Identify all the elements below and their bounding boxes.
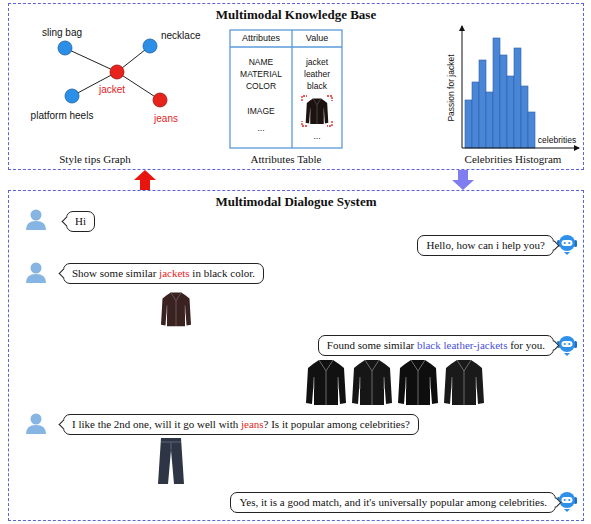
graph-node-highlight	[153, 93, 167, 107]
user-bubble: I like the 2nd one, will it go well with…	[63, 414, 419, 435]
table-cell: COLOR	[246, 82, 276, 91]
table-header: Attributes	[242, 34, 280, 43]
graph-node	[143, 39, 157, 53]
histogram-bar	[521, 86, 528, 148]
message-text: Show some similar jackets in black color…	[72, 266, 255, 281]
result-jacket-image	[352, 360, 392, 405]
panel-title: Multimodal Dialogue System	[9, 194, 583, 209]
result-jacket-image	[444, 360, 484, 405]
table-rule	[291, 30, 292, 148]
message-text: Yes, it is a good match, and it's univer…	[239, 495, 547, 510]
table-cell: NAME	[249, 58, 274, 67]
histogram	[462, 26, 579, 148]
jeans-image	[158, 438, 184, 484]
histogram-bar	[528, 112, 535, 148]
knowledge-panel: Multimodal Knowledge Base	[8, 3, 584, 170]
user-bubble: Show some similar jackets in black color…	[63, 263, 264, 284]
histogram-bar	[465, 100, 472, 148]
bot-avatar	[557, 336, 577, 356]
graph-label: platform heels	[30, 111, 95, 122]
message-text: Hello, how can i help you?	[426, 238, 545, 253]
table-cell: ...	[257, 124, 264, 133]
graph-node-highlight	[110, 65, 124, 79]
histogram-bar	[507, 76, 514, 148]
graph-label: sling bag	[41, 28, 83, 39]
graph-node	[65, 89, 79, 103]
figure-caption: Style tips Graph	[59, 154, 131, 166]
user-avatar	[26, 414, 46, 435]
bot-bubble: Yes, it is a good match, and it's univer…	[230, 492, 556, 513]
user-avatar	[26, 263, 46, 284]
image-bracket	[302, 96, 332, 126]
message-text: I like the 2nd one, will it go well with…	[72, 417, 410, 432]
x-axis	[462, 148, 579, 149]
graph-label: jeans	[153, 114, 179, 125]
table-cell: ...	[313, 132, 320, 141]
table-jacket-image	[306, 99, 329, 124]
message-text: Hi	[75, 214, 86, 229]
histogram-bar	[486, 92, 493, 148]
dialogue-panel: Multimodal Dialogue SystemHiHello, how c…	[8, 190, 584, 521]
histogram-bar	[500, 55, 507, 148]
figure-caption: Attributes Table	[251, 154, 322, 166]
table-cell: black	[307, 82, 327, 91]
query-jacket-image	[161, 293, 191, 327]
figure-caption: Celebrities Histogram	[465, 154, 562, 166]
bot-avatar	[557, 235, 577, 255]
graph-label: necklace	[160, 31, 201, 42]
user-avatar	[26, 210, 46, 231]
axis-label: celebrities	[538, 136, 576, 145]
histogram-bar	[472, 82, 479, 148]
block-arrow	[134, 170, 156, 190]
table-cell: MATERIAL	[240, 70, 282, 79]
bot-bubble: Found some similar black leather-jackets…	[318, 335, 554, 356]
axis-label: Passion for jacket	[447, 54, 456, 121]
table-cell: jacket	[306, 58, 328, 67]
style-graph	[58, 39, 167, 107]
table-cell: leather	[304, 70, 330, 79]
message-text: Found some similar black leather-jackets…	[327, 338, 545, 353]
block-arrow	[452, 170, 474, 190]
graph-edge	[65, 48, 117, 72]
table-header: Value	[306, 34, 328, 43]
histogram-bars	[465, 38, 535, 148]
table-cell: IMAGE	[247, 107, 274, 116]
y-axis	[462, 26, 463, 148]
graph-label: jacket	[98, 85, 126, 96]
histogram-bar	[493, 38, 500, 148]
user-bubble: Hi	[66, 211, 95, 232]
panel-title: Multimodal Knowledge Base	[9, 7, 583, 22]
histogram-bar	[479, 60, 486, 148]
graph-node	[58, 41, 72, 55]
result-jacket-image	[306, 360, 346, 405]
table-rule	[230, 46, 342, 47]
result-jacket-image	[398, 360, 438, 405]
table-border	[230, 30, 342, 148]
attributes-table	[230, 30, 342, 148]
bot-bubble: Hello, how can i help you?	[417, 235, 554, 256]
histogram-bar	[514, 48, 521, 148]
